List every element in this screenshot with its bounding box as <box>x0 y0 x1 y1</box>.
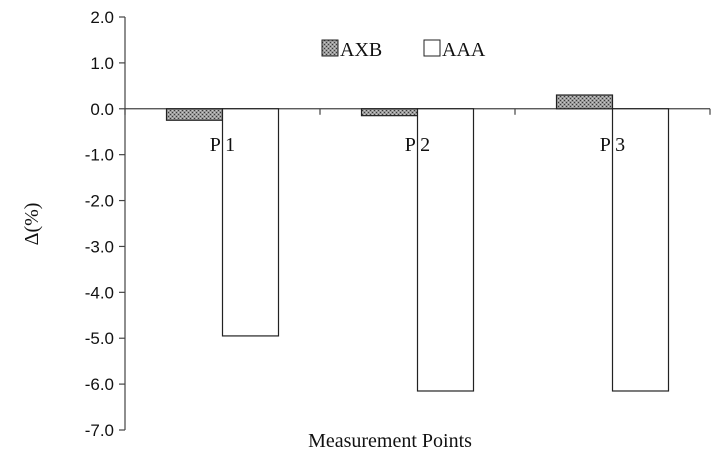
bar-axb-2 <box>360 108 419 117</box>
bar-axb-3 <box>555 94 614 110</box>
y-tick-label: -4.0 <box>85 283 114 302</box>
y-tick-label: 0.0 <box>90 100 114 119</box>
y-tick-label: 1.0 <box>90 54 114 73</box>
legend-swatch-axb <box>321 39 339 57</box>
bar-aaa-1 <box>221 108 280 337</box>
bars <box>165 94 670 392</box>
category-label: P 1 <box>210 134 235 156</box>
x-axis-title: Measurement Points <box>308 430 472 452</box>
y-tick-label: -6.0 <box>85 375 114 394</box>
y-tick-label: -1.0 <box>85 146 114 165</box>
legend: AXB AAA <box>321 39 486 61</box>
bar-aaa-3 <box>611 108 670 392</box>
y-tick-label: -3.0 <box>85 237 114 256</box>
y-tick-label: -5.0 <box>85 329 114 348</box>
category-label: P 3 <box>600 134 625 156</box>
legend-label-axb: AXB <box>340 39 382 61</box>
y-axis-title: Δ(%) <box>21 203 43 246</box>
y-tick-label: -7.0 <box>85 421 114 440</box>
category-label: P 2 <box>405 134 430 156</box>
legend-label-aaa: AAA <box>442 39 486 61</box>
bar-aaa-2 <box>416 108 475 392</box>
legend-swatch-aaa <box>423 39 441 57</box>
y-tick-label: -2.0 <box>85 192 114 211</box>
bar-axb-1 <box>165 108 224 121</box>
category-labels: P 1 P 2 P 3 <box>210 134 625 156</box>
y-tick-label: 2.0 <box>90 8 114 27</box>
